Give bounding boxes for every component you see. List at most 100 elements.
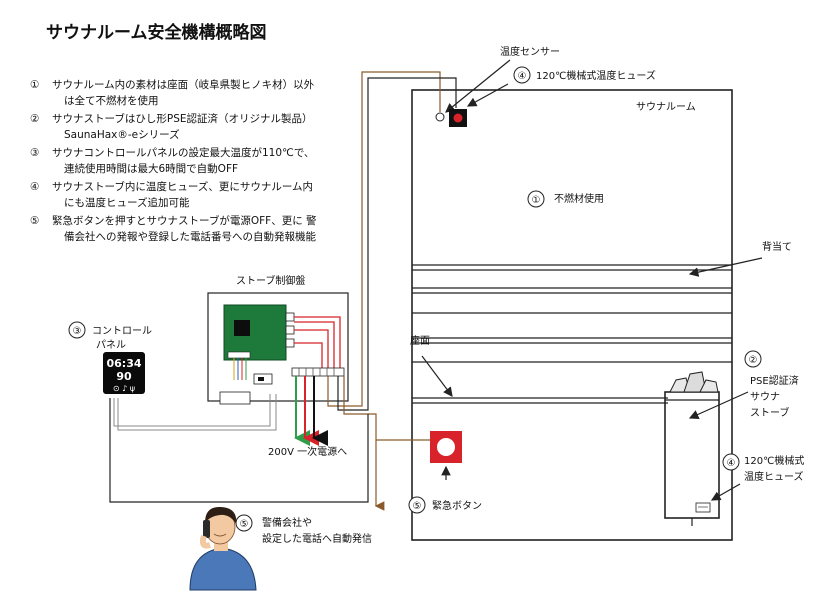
stove-arrow xyxy=(688,391,749,419)
relay xyxy=(285,325,295,335)
emergency-num-circle xyxy=(408,496,426,514)
fuse-bottom-num: ④ xyxy=(727,458,736,469)
terminal-block xyxy=(291,367,345,377)
stove-control-label: ストーブ制御盤 xyxy=(236,274,305,287)
stove-label-2: サウナ xyxy=(750,391,780,403)
control-panel-label-1: コントロール xyxy=(92,326,152,337)
stove-body xyxy=(664,391,720,519)
wire-panel xyxy=(113,394,271,427)
person-hair xyxy=(205,506,237,524)
note-5-line-2: 備会社への発報や登録した電話番号への自動発報機能 xyxy=(64,230,316,243)
note-2-num: ② xyxy=(30,113,39,125)
backrest-label: 背当て xyxy=(762,240,792,253)
note-4-num: ④ xyxy=(30,181,39,193)
sauna-room-outline xyxy=(411,89,733,541)
person-hand xyxy=(199,535,211,549)
notes-list: ① サウナルーム内の素材は座面（岐阜県製ヒノキ材）以外 は全て不燃材を使用 ② … xyxy=(30,78,317,243)
stove-num: ② xyxy=(749,355,758,366)
control-board-connector xyxy=(227,351,251,359)
stove-fuse-vent xyxy=(695,502,711,513)
outer-loop-line xyxy=(109,398,369,503)
stove-label-3: ストーブ xyxy=(750,406,789,419)
stove-stone xyxy=(699,379,719,393)
wire-panel xyxy=(117,394,277,431)
temp-sensor-icon xyxy=(435,112,445,122)
panel-icons: ⊙ ♪ ψ xyxy=(113,384,135,393)
alarm-num: ⑤ xyxy=(240,519,249,530)
relay xyxy=(285,312,295,322)
control-board-chip xyxy=(234,320,250,336)
alarm-call-group: ⑤ 警備会社や 設定した電話へ自動発信 xyxy=(189,506,372,591)
person-body xyxy=(189,547,257,591)
note-5-line-1: 緊急ボタンを押すとサウナストーブが電源OFF、更に 警 xyxy=(52,214,317,227)
control-panel-num-circle xyxy=(68,321,86,339)
emergency-button-group: ⑤ 緊急ボタン xyxy=(408,431,482,514)
control-relay-box xyxy=(219,391,251,405)
power-wires: 200V 一次電源へ xyxy=(268,376,347,458)
emergency-label: 緊急ボタン xyxy=(432,499,482,512)
person-mouth xyxy=(213,533,227,537)
emergency-button-face xyxy=(437,438,455,456)
power-label: 200V 一次電源へ xyxy=(268,445,347,458)
phone-icon xyxy=(203,520,210,538)
sauna-room: サウナルーム ① 不燃材使用 背当て 座面 xyxy=(410,89,792,541)
seat-arrow xyxy=(421,355,453,397)
fuse-top-arrow xyxy=(466,83,509,107)
backrest-arrow xyxy=(688,257,763,277)
wire-sensor xyxy=(327,71,441,407)
temp-sensor-label: 温度センサー xyxy=(500,45,560,58)
sauna-room-label: サウナルーム xyxy=(636,101,696,113)
note-1-line-1: サウナルーム内の素材は座面（岐阜県製ヒノキ材）以外 xyxy=(52,78,315,91)
note-1-line-2: は全て不燃材を使用 xyxy=(64,94,159,107)
wire-fuse xyxy=(337,77,457,411)
stove-label-1: PSE認証済 xyxy=(750,374,799,387)
temp-sensor-group: 温度センサー ④ 120℃機械式温度ヒューズ xyxy=(435,45,656,127)
fuse-top-label: 120℃機械式温度ヒューズ xyxy=(536,69,656,82)
fuse-bottom-label-2: 温度ヒューズ xyxy=(744,470,804,483)
wire-red xyxy=(294,316,341,368)
stove-stone xyxy=(683,371,707,393)
control-panel-device[interactable] xyxy=(103,352,145,394)
fuse-top-icon-dot xyxy=(453,113,463,123)
note-3-line-2: 連続使用時間は最大6時間で自動OFF xyxy=(64,162,238,175)
control-panel-num: ③ xyxy=(73,326,82,337)
sauna-stove: ② PSE認証済 サウナ ストーブ ④ 120℃機械式 温度ヒューズ xyxy=(664,350,804,526)
fuse-top-num-circle xyxy=(513,66,531,84)
control-panel-group: ③ コントロール パネル 06:34 90 ⊙ ♪ ψ xyxy=(68,321,152,394)
breaker-switch xyxy=(258,377,264,381)
page-title: サウナルーム安全機構概略図 xyxy=(46,22,267,43)
panel-time: 06:34 xyxy=(106,357,141,370)
stove-control-box: ストーブ制御盤 xyxy=(207,274,349,405)
fireproof-num: ① xyxy=(532,195,541,206)
emergency-num: ⑤ xyxy=(413,501,422,512)
control-panel-label-2: パネル xyxy=(96,339,126,351)
fuse-top-num: ④ xyxy=(518,71,527,82)
wire-red xyxy=(294,329,329,368)
wire-red xyxy=(294,321,335,368)
note-3-num: ③ xyxy=(30,147,39,159)
fuse-bottom-arrow xyxy=(710,483,741,501)
stove-control-outline xyxy=(207,292,349,402)
stove-num-circle xyxy=(744,350,762,368)
relay xyxy=(285,338,295,348)
wire-emergency xyxy=(343,376,430,441)
seat-label: 座面 xyxy=(410,334,430,347)
temp-sensor-arrow xyxy=(445,59,511,113)
note-4-line-2: にも温度ヒューズ追加可能 xyxy=(64,196,190,209)
note-4-line-1: サウナストーブ内に温度ヒューズ、更にサウナルーム内 xyxy=(52,180,313,193)
note-1-num: ① xyxy=(30,79,39,91)
fuse-bottom-label-1: 120℃機械式 xyxy=(744,454,804,467)
fireproof-num-circle xyxy=(527,190,545,208)
signal-wires xyxy=(113,71,457,511)
note-2-line-2: SaunaHax®-eシリーズ xyxy=(64,128,180,141)
fireproof-label: 不燃材使用 xyxy=(554,192,604,205)
note-2-line-1: サウナストーブはひし形PSE認証済（オリジナル製品） xyxy=(52,112,313,125)
note-3-line-1: サウナコントロールパネルの設定最大温度が110℃で、 xyxy=(52,146,314,159)
note-5-num: ⑤ xyxy=(30,215,39,227)
panel-temp: 90 xyxy=(116,370,132,383)
alarm-label-1: 警備会社や xyxy=(262,516,312,529)
alarm-label-2: 設定した電話へ自動発信 xyxy=(262,532,372,545)
fuse-bottom-num-circle xyxy=(722,453,740,471)
wire-red xyxy=(294,342,323,368)
